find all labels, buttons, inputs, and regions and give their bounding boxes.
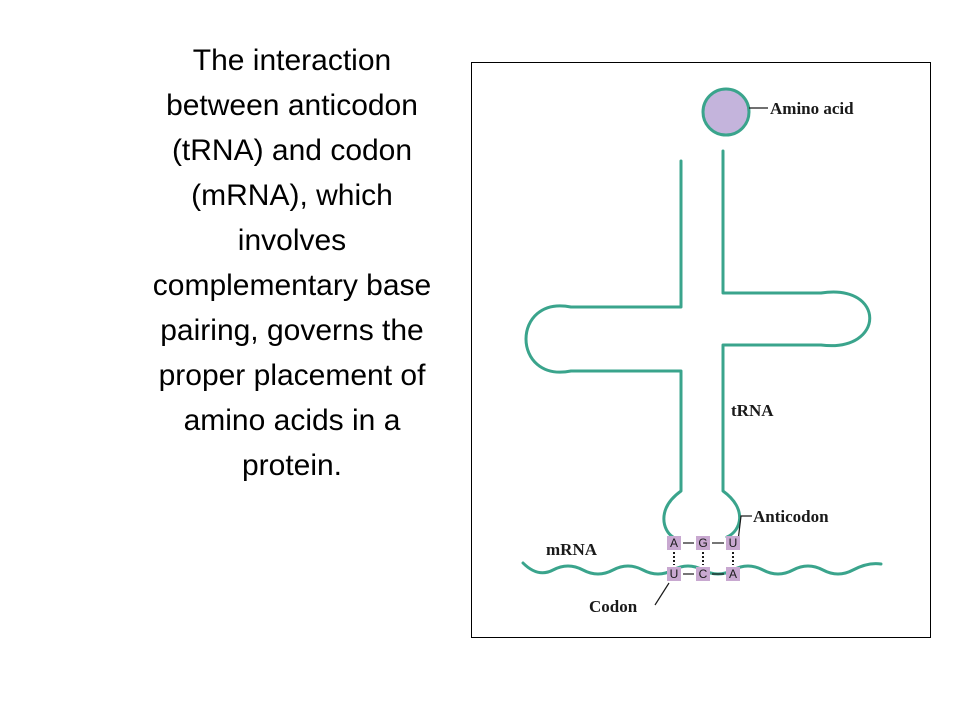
trna-label: tRNA: [731, 401, 774, 420]
codon-leader: [654, 582, 670, 606]
caption-line: protein.: [241, 449, 343, 482]
caption-line: involves: [237, 224, 347, 257]
anticodon-base-1-letter: A: [670, 536, 678, 550]
amino-acid-label: Amino acid: [770, 99, 854, 118]
caption-line: (tRNA) and codon: [171, 134, 413, 167]
codon-base-1: [667, 567, 681, 581]
anticodon-base-3-letter: U: [729, 536, 738, 550]
caption-line: pairing, governs the: [160, 314, 424, 347]
codon-base-3: [726, 567, 740, 581]
codon-label: Codon: [589, 597, 638, 616]
caption-text: The interaction between anticodon (tRNA)…: [108, 38, 476, 488]
trna-diagram-frame: Amino acid tRNA Anticodon mRNA A G U: [471, 62, 931, 638]
anticodon-base-1: [667, 536, 681, 550]
trna-strand: [524, 149, 872, 539]
caption-line: amino acids in a: [183, 404, 401, 437]
anticodon-base-2: [696, 536, 710, 550]
caption-line: (mRNA), which: [191, 179, 393, 212]
codon-base-2: [696, 567, 710, 581]
codon-base-3-letter: A: [729, 567, 737, 581]
caption-line: proper placement of: [158, 359, 426, 392]
amino-acid-circle: [701, 87, 751, 137]
codon-base-2-letter: C: [699, 567, 708, 581]
mrna-label: mRNA: [546, 540, 598, 559]
anticodon-label: Anticodon: [753, 507, 829, 526]
anticodon-base-2-letter: G: [698, 536, 707, 550]
caption-line: between anticodon: [166, 89, 418, 122]
codon-base-1-letter: U: [670, 567, 679, 581]
anticodon-base-3: [726, 536, 740, 550]
anticodon-leader: [737, 515, 752, 542]
caption-line: The interaction: [192, 44, 392, 77]
caption-line: complementary base: [152, 269, 432, 302]
trna-diagram: Amino acid tRNA Anticodon mRNA A G U: [521, 87, 883, 616]
